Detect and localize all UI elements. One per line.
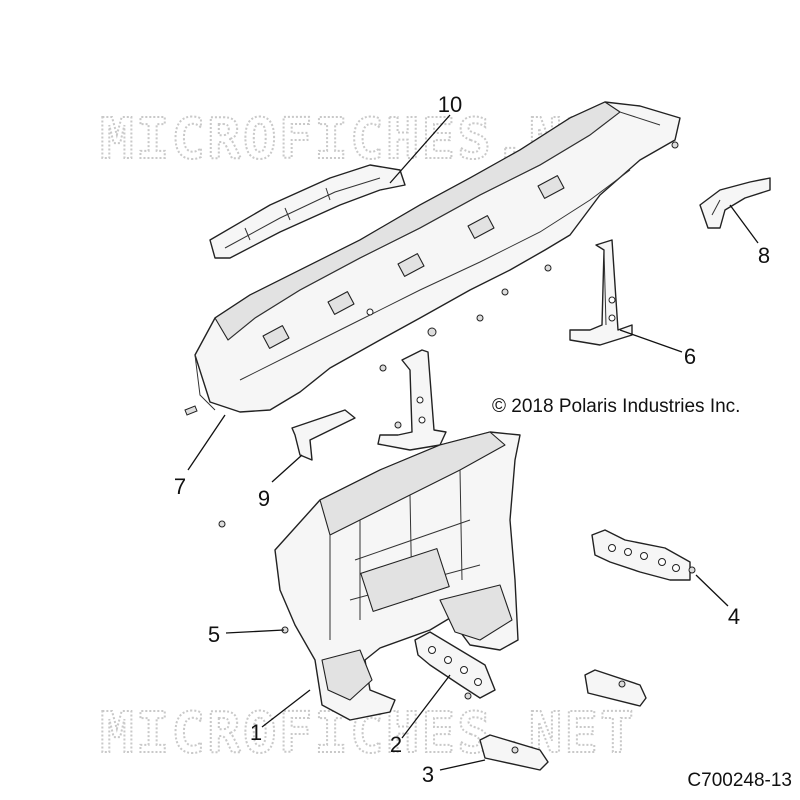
copyright-text: © 2018 Polaris Industries Inc. (492, 396, 740, 417)
part-1-lower-panel (218, 431, 521, 721)
part-4-bracket (591, 529, 696, 581)
part-10-grab-handle (209, 164, 406, 259)
leader-3 (439, 759, 486, 771)
leader-10 (389, 114, 451, 184)
callout-9: 9 (258, 486, 270, 511)
leader-2 (401, 674, 451, 739)
part-handle-right (584, 669, 647, 707)
callout-5: 5 (208, 622, 220, 647)
part-support-bracket-center (377, 349, 447, 451)
leader-lines (187, 114, 759, 771)
leader-1 (261, 689, 311, 728)
part-8-bracket (699, 177, 771, 229)
callout-6: 6 (684, 344, 696, 369)
part-9-plate (291, 409, 356, 461)
drawing-code: C700248-13 (687, 770, 792, 791)
part-7-upper-panel (184, 101, 681, 416)
leader-7 (187, 414, 226, 471)
part-6-support-bracket (569, 239, 633, 346)
leader-9 (271, 454, 303, 483)
leader-8 (729, 204, 759, 244)
leader-6 (619, 329, 683, 353)
callout-4: 4 (728, 604, 740, 629)
leader-4 (695, 574, 729, 607)
callout-7: 7 (174, 474, 186, 499)
callout-2: 2 (390, 732, 402, 757)
callout-1: 1 (250, 720, 262, 745)
part-2-bracket (414, 631, 496, 700)
callout-8: 8 (758, 243, 770, 268)
leader-5 (225, 629, 285, 634)
callout-3: 3 (422, 762, 434, 787)
callout-10: 10 (438, 92, 462, 117)
part-3-handle (479, 734, 549, 771)
